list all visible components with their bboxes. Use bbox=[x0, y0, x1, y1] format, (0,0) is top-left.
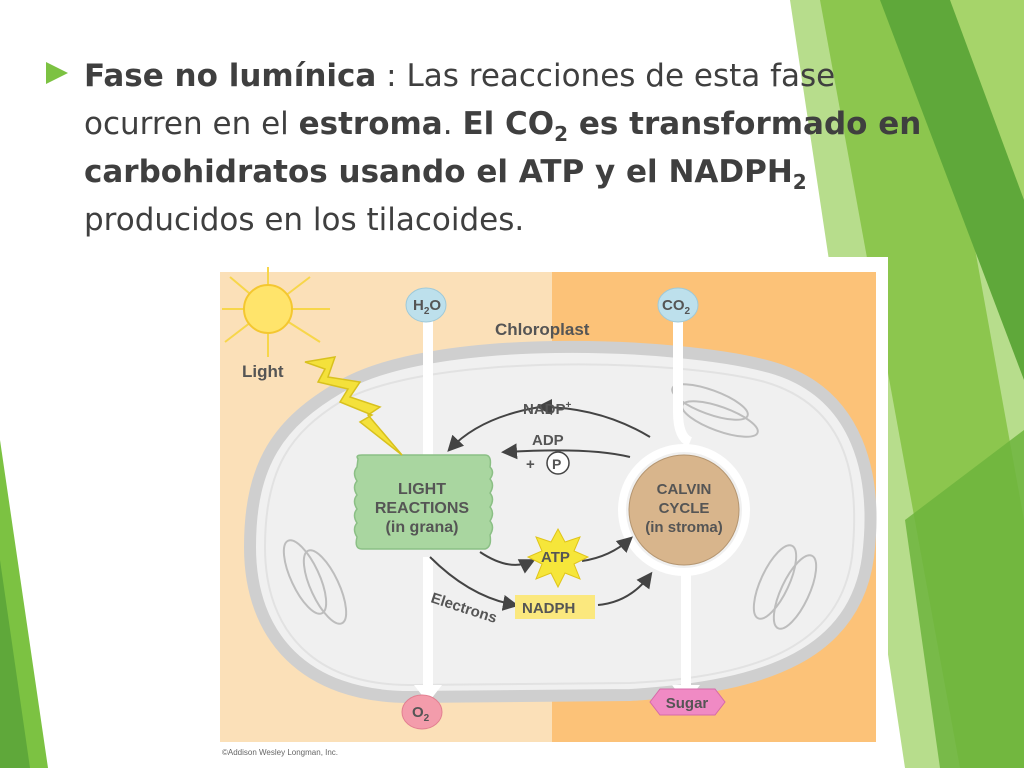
light-reactions-label-1: LIGHT bbox=[398, 481, 446, 498]
water-node bbox=[405, 287, 447, 323]
oxygen-node bbox=[401, 694, 443, 730]
light-reactions-label-2: REACTIONS bbox=[375, 500, 470, 517]
plus-label: + bbox=[526, 456, 535, 473]
bullet-text-1: : Las reacciones de esta fase ocurren en… bbox=[84, 58, 836, 142]
atp-label: ATP bbox=[541, 549, 570, 566]
copyright-text: ©Addison Wesley Longman, Inc. bbox=[222, 748, 338, 757]
oxygen-label: O2 bbox=[412, 704, 430, 724]
calvin-label-2: CYCLE bbox=[659, 500, 710, 517]
sugar-output-arrow bbox=[681, 575, 691, 687]
oxygen-output-arrow bbox=[423, 557, 433, 687]
light-reactions-node bbox=[353, 454, 494, 550]
sun-icon bbox=[222, 267, 330, 357]
light-reactions-label-3: (in grana) bbox=[386, 519, 459, 536]
nadp-plus-label: NADP+ bbox=[523, 400, 572, 418]
bullet-text-4: El CO bbox=[462, 106, 555, 142]
co2-label: CO2 bbox=[662, 297, 691, 317]
photosynthesis-diagram: H2O CO2 O2 Chloroplast Light NADP+ ADP +… bbox=[210, 257, 888, 768]
bullet-sub-2: 2 bbox=[792, 170, 807, 195]
bullet-sub-1: 2 bbox=[554, 122, 569, 147]
bullet-text-2: estroma bbox=[298, 106, 443, 142]
lightning-icon bbox=[304, 356, 403, 456]
adp-label: ADP bbox=[532, 432, 564, 449]
co2-input-arrow bbox=[673, 317, 693, 447]
co2-node bbox=[657, 287, 699, 323]
water-label: H2O bbox=[413, 297, 441, 317]
light-label: Light bbox=[242, 362, 284, 381]
chloroplast-label: Chloroplast bbox=[495, 320, 590, 339]
bullet-arrow-icon bbox=[46, 62, 68, 84]
bullet-text-5: es transformado en carbohidratos usando … bbox=[84, 106, 922, 190]
bullet-text: Fase no lumínica : Las reacciones de est… bbox=[84, 52, 944, 244]
nadph-label: NADPH bbox=[522, 600, 575, 617]
phosphate-node bbox=[546, 451, 570, 475]
nadph-node bbox=[515, 595, 595, 619]
calvin-label-1: CALVIN bbox=[657, 481, 712, 498]
phosphate-label: P bbox=[552, 456, 561, 472]
bullet-text-6: producidos en los tilacoides. bbox=[84, 202, 525, 238]
calvin-label-3: (in stroma) bbox=[645, 519, 723, 536]
calvin-cycle-ring bbox=[618, 444, 750, 576]
atp-node bbox=[526, 527, 590, 589]
calvin-cycle-node bbox=[628, 454, 740, 566]
bullet-text-3: . bbox=[442, 106, 463, 142]
bullet-term: Fase no lumínica bbox=[84, 58, 377, 94]
sugar-label: Sugar bbox=[666, 695, 709, 712]
sugar-node bbox=[649, 688, 726, 716]
chloroplast-outline bbox=[243, 340, 877, 704]
water-input-arrow bbox=[423, 321, 433, 459]
thylakoid-stacks bbox=[282, 383, 818, 630]
